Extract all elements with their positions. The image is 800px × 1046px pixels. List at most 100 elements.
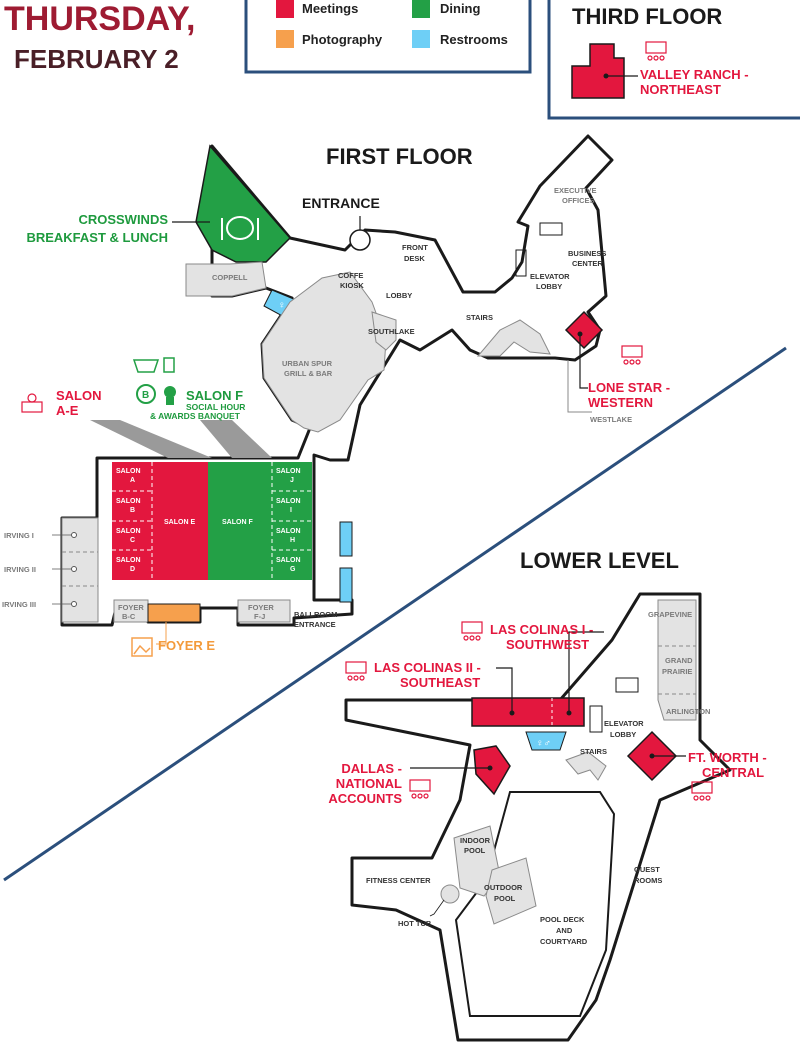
- stairs-label: STAIRS: [466, 313, 493, 322]
- legend-dining-swatch: [412, 0, 430, 18]
- first-floor: FIRST FLOOR CROSSWINDS BREAKFAST & LUNCH…: [2, 134, 670, 657]
- lone-star-label-2: WESTERN: [588, 395, 653, 410]
- southlake-room[interactable]: [371, 311, 397, 351]
- urban-spur-room[interactable]: [261, 271, 387, 433]
- legend-dining-label: Dining: [440, 1, 480, 16]
- salon-b-label: SALON: [116, 498, 141, 505]
- salon-a-label-2: A: [130, 477, 135, 484]
- irving1-label: IRVING I: [4, 531, 34, 540]
- salon-ae-label: SALON: [56, 388, 102, 403]
- legend-restrooms-swatch: [412, 30, 430, 48]
- las-colinas2-label-2: SOUTHEAST: [400, 675, 480, 690]
- restroom-lower-level[interactable]: [525, 731, 567, 751]
- southlake-label: SOUTHLAKE: [368, 327, 415, 336]
- stairs-first-floor[interactable]: [476, 319, 551, 357]
- guest-rooms-label: GUEST: [634, 865, 660, 874]
- dallas-room[interactable]: [473, 745, 511, 796]
- elevator-icon: [539, 222, 563, 236]
- irving3-label: IRVING III: [2, 600, 36, 609]
- crosswinds-room[interactable]: [195, 144, 292, 263]
- salon-b-label-2: B: [130, 507, 135, 514]
- first-floor-title: FIRST FLOOR: [326, 144, 473, 169]
- stairs-lower-level[interactable]: [565, 751, 607, 781]
- entrance-door-icon[interactable]: [349, 229, 371, 251]
- salon-h-label: SALON: [276, 528, 301, 535]
- coppell-room[interactable]: [185, 261, 267, 297]
- guest-rooms-label-2: ROOMS: [634, 876, 662, 885]
- ballroom-entrance-label-2: ENTRANCE: [294, 620, 336, 629]
- crosswinds-label: CROSSWINDS: [78, 212, 168, 227]
- salon-d-label-2: D: [130, 566, 135, 573]
- meeting-icon: [621, 345, 643, 365]
- indoor-pool-label-2: POOL: [464, 846, 486, 855]
- meeting-icon: [691, 781, 713, 801]
- front-desk-label-2: DESK: [404, 254, 425, 263]
- header-day: THURSDAY,: [4, 0, 195, 38]
- foyer-fj-label-2: F-J: [254, 612, 265, 621]
- outdoor-pool[interactable]: [485, 857, 537, 925]
- meeting-icon: [409, 779, 431, 799]
- grapevine-label: GRAPEVINE: [648, 610, 692, 619]
- elevator-icon: [615, 677, 639, 693]
- salon-a-label: SALON: [116, 468, 141, 475]
- elevator-lobby-label: ELEVATOR: [530, 272, 570, 281]
- ballroom-entrance-label: BALLROOM: [294, 610, 337, 619]
- third-floor-border: [547, 0, 800, 120]
- meeting-icon: [345, 661, 367, 681]
- valley-ranch-room[interactable]: [571, 43, 625, 99]
- legend: Meetings Dining Photography Restrooms: [244, 0, 532, 74]
- third-floor-panel: THIRD FLOOR VALLEY RANCH - NORTHEAST: [547, 0, 800, 120]
- lone-star-label: LONE STAR -: [588, 380, 670, 395]
- restroom-ballroom-1[interactable]: [339, 521, 353, 557]
- salon-f-title: SALON F: [186, 388, 243, 403]
- third-floor-title: THIRD FLOOR: [572, 4, 722, 29]
- grand-prairie-label: GRAND: [665, 656, 693, 665]
- salon-i-label-2: I: [290, 507, 292, 514]
- salon-ae-label-2: A-E: [56, 403, 79, 418]
- grand-prairie-label-2: PRAIRIE: [662, 667, 692, 676]
- header-date: FEBRUARY 2: [14, 44, 179, 74]
- irving-rooms[interactable]: [61, 517, 99, 623]
- photo-icon: [131, 637, 153, 657]
- drink-icon: [163, 357, 175, 373]
- salon-f-icons: B: [132, 357, 176, 405]
- grapevine-grand-prairie-arlington[interactable]: [657, 599, 697, 721]
- foyer-fj-room[interactable]: [237, 599, 291, 623]
- hot-tub[interactable]: [440, 884, 460, 904]
- restroom-ballroom-2[interactable]: [339, 567, 353, 603]
- award-icon: [164, 386, 176, 398]
- westlake-label: WESTLAKE: [590, 415, 632, 424]
- arlington-label: ARLINGTON: [666, 707, 710, 716]
- lone-star-room[interactable]: [564, 310, 604, 350]
- urban-spur-label-2: GRILL & BAR: [284, 369, 333, 378]
- foyer-bc-label-2: B-C: [122, 612, 136, 621]
- indoor-pool-label: INDOOR: [460, 836, 491, 845]
- level-divider: [3, 346, 787, 882]
- lower-stairs-label: STAIRS: [580, 747, 607, 756]
- lower-elevator-label: ELEVATOR: [604, 719, 644, 728]
- restroom-icon: ♀♂: [536, 738, 551, 749]
- salon-f-pointer: [200, 420, 272, 458]
- salon-f-room-label: SALON F: [222, 519, 253, 526]
- elevator-icon-2: [589, 705, 603, 733]
- irving2-label: IRVING II: [4, 565, 36, 574]
- las-colinas1-label: LAS COLINAS I -: [490, 622, 593, 637]
- legend-meetings-label: Meetings: [302, 1, 358, 16]
- lower-level: LOWER LEVEL GRAPEVINE GRAND PRAIRIE ARLI…: [328, 548, 767, 1042]
- hot-tub-label: HOT TUB: [398, 919, 432, 928]
- foyer-e-room[interactable]: [147, 603, 201, 623]
- salon-g-label-2: G: [290, 566, 296, 573]
- legend-meetings-swatch: [276, 0, 294, 18]
- ft-worth-label-2: CENTRAL: [702, 765, 764, 780]
- executive-offices-label: EXECUTIVE: [554, 186, 597, 195]
- salon-c-label: SALON: [116, 528, 141, 535]
- coppell-label: COPPELL: [212, 273, 248, 282]
- meeting-icon: [645, 41, 667, 61]
- dining-icon: [221, 216, 259, 240]
- valley-ranch-label-2: NORTHEAST: [640, 82, 721, 97]
- las-colinas-room[interactable]: [471, 697, 585, 727]
- lower-level-title: LOWER LEVEL: [520, 548, 679, 573]
- legend-photography-label: Photography: [302, 32, 383, 47]
- coffee-kiosk-label: COFFE: [338, 271, 363, 280]
